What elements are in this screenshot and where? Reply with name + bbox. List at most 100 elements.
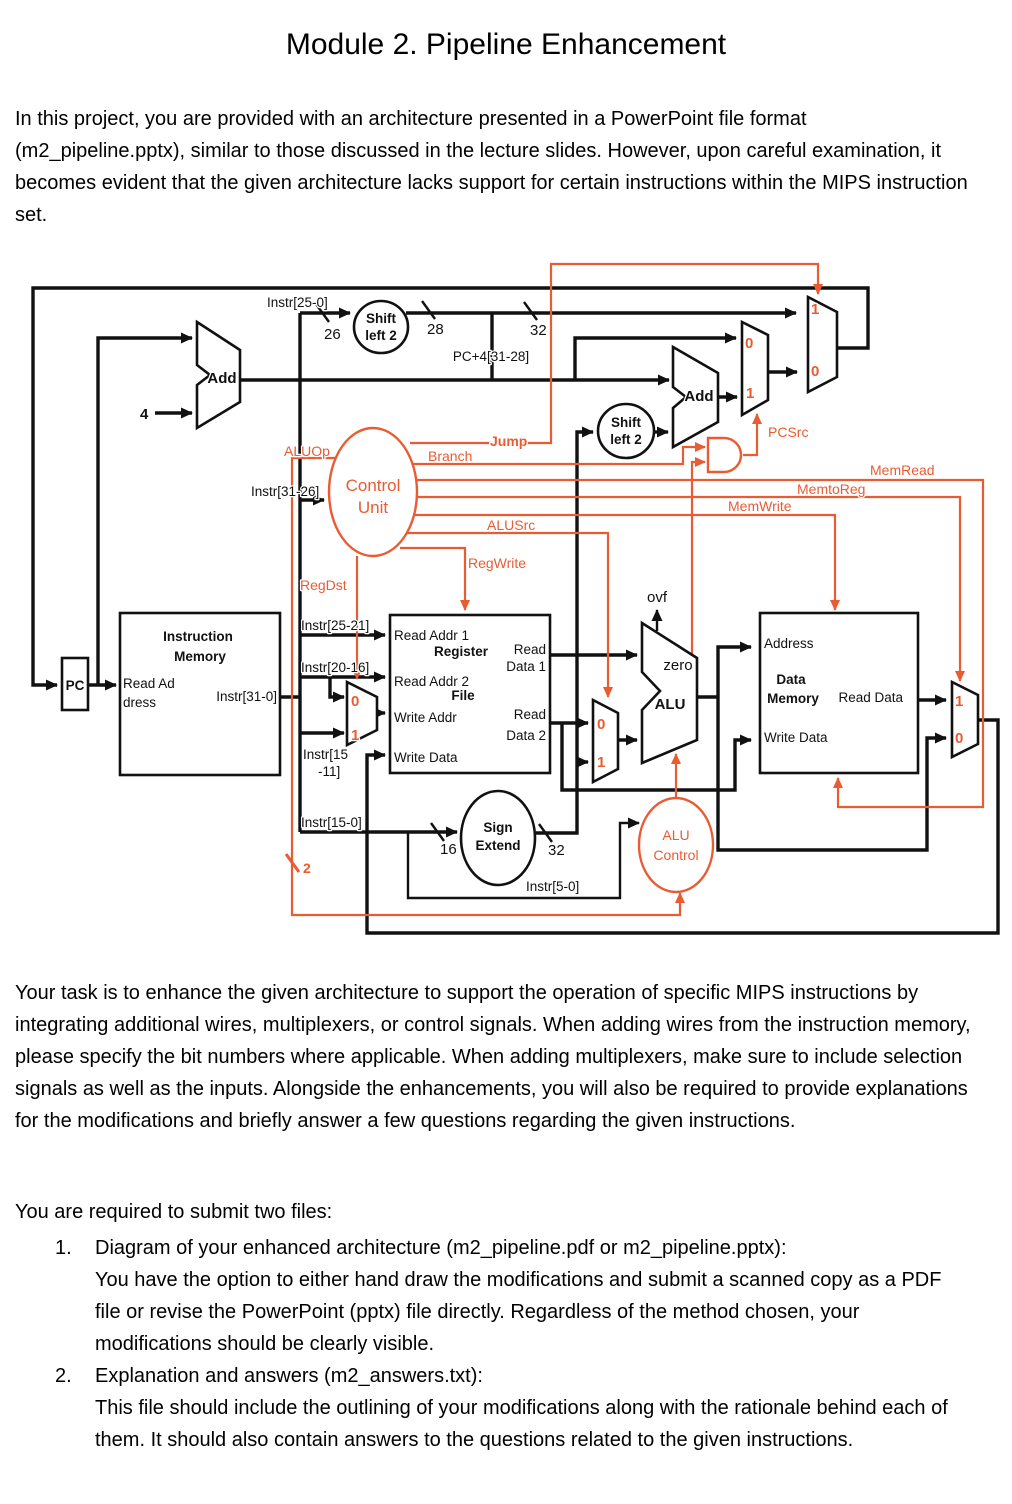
label-alu: ALU [655, 696, 686, 713]
label-shift-top-1: Shift [366, 311, 396, 326]
label-width-2: 2 [303, 860, 311, 876]
label-instr20-16: Instr[20-16] [301, 660, 369, 675]
and-gate [706, 436, 743, 474]
shift-left2-top-oval [352, 299, 410, 355]
sign-extend-oval [459, 789, 537, 887]
label-rf-rd2a: Read [514, 707, 546, 722]
branch-mux-0: 0 [745, 335, 753, 352]
control-unit-oval [327, 426, 419, 558]
wire-memread-signal [416, 478, 985, 809]
label-memread: MemRead [870, 462, 935, 478]
label-signext-1: Sign [483, 820, 512, 835]
label-im-readaddr-2: dress [123, 695, 156, 710]
wire-aluop-signal [290, 456, 685, 917]
label-dm-title-2: Memory [767, 691, 819, 706]
wire-memwrite-signal [414, 513, 840, 611]
label-signext-2: Extend [475, 838, 520, 853]
label-control-unit-1: Control [346, 476, 401, 495]
label-pc4-31-28: PC+4[31-28] [453, 349, 529, 364]
label-rf-title-2: File [451, 688, 475, 703]
label-pc: PC [66, 678, 85, 693]
wire-sign-extend-out [536, 426, 594, 835]
label-const4: 4 [140, 406, 149, 423]
wire-read-data2 [550, 717, 752, 792]
label-instr15-0: Instr[15-0] [301, 815, 362, 830]
register-file-block [388, 613, 552, 775]
label-dm-readdata: Read Data [838, 690, 903, 705]
bitwidth-slashes [284, 300, 553, 873]
task-paragraph: Your task is to enhance the given archit… [15, 982, 971, 1132]
submit-heading: You are required to submit two files: [15, 1201, 333, 1223]
label-width-32: 32 [530, 322, 547, 339]
mips-datapath-diagram: Instr[25-0] 26 28 32 PC+4[31-28] 4 Add A… [31, 262, 1000, 935]
wire-pcsrc-signal [743, 413, 762, 457]
wire-instr5-0 [406, 817, 640, 900]
label-alusrc: ALUSrc [487, 517, 535, 533]
add-pc4-adder [195, 319, 242, 431]
jump-mux-0: 0 [811, 363, 819, 380]
label-rf-rd2b: Data 2 [506, 728, 546, 743]
list-item-number: 1. [55, 1237, 72, 1259]
label-im-out: Instr[31-0] [216, 689, 277, 704]
label-im-title-1: Instruction [163, 629, 233, 644]
list-item-text: Diagram of your enhanced architecture (m… [95, 1232, 970, 1360]
label-dm-title-1: Data [776, 672, 806, 687]
label-control-unit-2: Unit [358, 498, 389, 517]
jump-mux [806, 294, 839, 395]
label-im-readaddr-1: Read Ad [123, 676, 175, 691]
pc-block [60, 656, 90, 712]
label-width-28: 28 [427, 321, 444, 338]
wire-branch-signal [412, 442, 706, 466]
alu-control-oval [637, 796, 715, 894]
list-item-title: Diagram of your enhanced architecture (m… [95, 1237, 787, 1259]
label-branch: Branch [428, 448, 472, 464]
wire-jump-signal [410, 262, 823, 445]
label-dm-address: Address [764, 636, 814, 651]
label-zero: zero [663, 657, 692, 674]
regdst-mux [345, 679, 379, 748]
label-rf-title-1: Register [434, 644, 489, 659]
regdst-mux-1: 1 [351, 727, 359, 744]
jump-mux-1: 1 [811, 301, 819, 318]
label-width-16: 16 [440, 841, 457, 858]
shift-left2-right-oval [596, 402, 656, 460]
label-dm-writedata: Write Data [764, 730, 828, 745]
list-item: 2. Explanation and answers (m2_answers.t… [55, 1360, 970, 1456]
label-alu-control-2: Control [653, 847, 698, 863]
wire-pc-out [88, 332, 193, 691]
list-item-body: You have the option to either hand draw … [95, 1269, 942, 1355]
list-item-text: Explanation and answers (m2_answers.txt)… [95, 1360, 970, 1456]
submission-list: 1. Diagram of your enhanced architecture… [55, 1232, 970, 1456]
alu-block [640, 620, 699, 765]
label-instr5-0: Instr[5-0] [526, 879, 579, 894]
branch-mux [740, 319, 770, 418]
label-rf-rd1b: Data 1 [506, 659, 546, 674]
label-rf-readaddr1: Read Addr 1 [394, 628, 469, 643]
wire-instruction-bus [280, 313, 458, 838]
wire-pc-plus4 [240, 313, 737, 386]
memtoreg-mux [950, 679, 980, 760]
label-ovf: ovf [647, 589, 668, 606]
label-instr15-11b: -11] [318, 764, 340, 779]
branch-mux-1: 1 [746, 385, 754, 402]
page-title: Module 2. Pipeline Enhancement [285, 28, 727, 61]
label-memwrite: MemWrite [728, 498, 792, 514]
wire-alu-result [697, 641, 947, 852]
label-add-right: Add [684, 388, 713, 405]
list-item-body: This file should include the outlining o… [95, 1397, 948, 1451]
label-regwrite: RegWrite [468, 555, 526, 571]
label-width-26: 26 [324, 326, 341, 343]
label-aluop: ALUOp [284, 443, 330, 459]
label-rf-writeaddr: Write Addr [394, 710, 457, 725]
label-regdst: RegDst [300, 577, 347, 593]
label-im-title-2: Memory [174, 649, 226, 664]
wire-alusrc-signal [407, 531, 613, 698]
label-shift-top-2: left 2 [365, 328, 397, 343]
label-shift-right-2: left 2 [610, 432, 642, 447]
label-instr25-0: Instr[25-0] [267, 295, 328, 310]
wire-pc-feedback-loop [31, 286, 870, 691]
label-instr31-26: Instr[31-26] [251, 484, 319, 499]
wire-regwrite-signal [400, 546, 470, 611]
label-rf-readaddr2: Read Addr 2 [394, 674, 469, 689]
wire-zero-signal [690, 457, 706, 654]
